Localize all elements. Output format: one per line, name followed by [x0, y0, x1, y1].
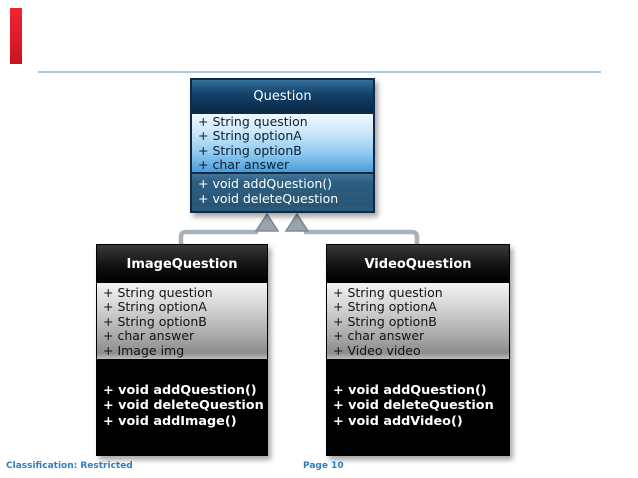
attribute-row: + char answer: [198, 157, 290, 173]
class-box-question: Question + String question + String opti…: [190, 78, 375, 213]
footer-classification: Classification: Restricted: [6, 461, 133, 471]
attribute-row: + String question: [333, 285, 443, 300]
inheritance-arrow-right: [284, 212, 310, 232]
method-row: + void addQuestion(): [103, 383, 257, 398]
imagequestion-attributes-section: + String question + String optionA + Str…: [97, 283, 267, 359]
method-row: + void addVideo(): [333, 413, 463, 429]
attribute-row: + String optionA: [103, 299, 207, 315]
attribute-row: + char answer: [103, 328, 195, 344]
attribute-row: + String question: [103, 285, 213, 300]
method-row: + void deleteQuestion: [103, 398, 264, 414]
attribute-row: + String optionB: [333, 313, 437, 329]
videoquestion-attributes-section: + String question + String optionA + Str…: [327, 283, 509, 359]
question-methods-section: + void addQuestion() + void deleteQuesti…: [192, 174, 373, 207]
method-row: + void deleteQuestion: [333, 398, 494, 414]
attribute-row: + char answer: [333, 328, 425, 344]
method-row: + void addQuestion(): [333, 383, 487, 398]
attribute-row: + String optionA: [198, 128, 302, 144]
method-row: + void deleteQuestion: [198, 191, 339, 206]
attribute-row: + String optionB: [198, 142, 302, 158]
question-attributes-section: + String question + String optionA + Str…: [192, 112, 373, 174]
imagequestion-methods-section: + void addQuestion() + void deleteQuesti…: [97, 359, 267, 455]
class-title-label: ImageQuestion: [126, 256, 238, 272]
attribute-row: + String optionA: [333, 299, 437, 315]
red-accent-bar: [10, 8, 22, 64]
attribute-row: + Video video: [333, 342, 421, 358]
videoquestion-methods-section: + void addQuestion() + void deleteQuesti…: [327, 359, 509, 455]
class-title-videoquestion: VideoQuestion: [327, 245, 509, 283]
top-divider-rule: [38, 71, 601, 73]
attribute-row: + Image img: [103, 342, 185, 358]
class-title-question: Question: [192, 80, 373, 112]
class-title-label: Question: [253, 88, 312, 104]
method-row: + void addQuestion(): [198, 176, 333, 191]
inheritance-arrow-left: [254, 212, 280, 232]
class-box-videoquestion: VideoQuestion + String question + String…: [326, 244, 510, 456]
method-row: + void addImage(): [103, 413, 237, 429]
class-box-imagequestion: ImageQuestion + String question + String…: [96, 244, 268, 456]
class-title-imagequestion: ImageQuestion: [97, 245, 267, 283]
class-title-label: VideoQuestion: [364, 256, 472, 272]
attribute-row: + String optionB: [103, 313, 207, 329]
attribute-row: + String question: [198, 114, 308, 129]
footer-page-number: Page 10: [303, 461, 344, 471]
